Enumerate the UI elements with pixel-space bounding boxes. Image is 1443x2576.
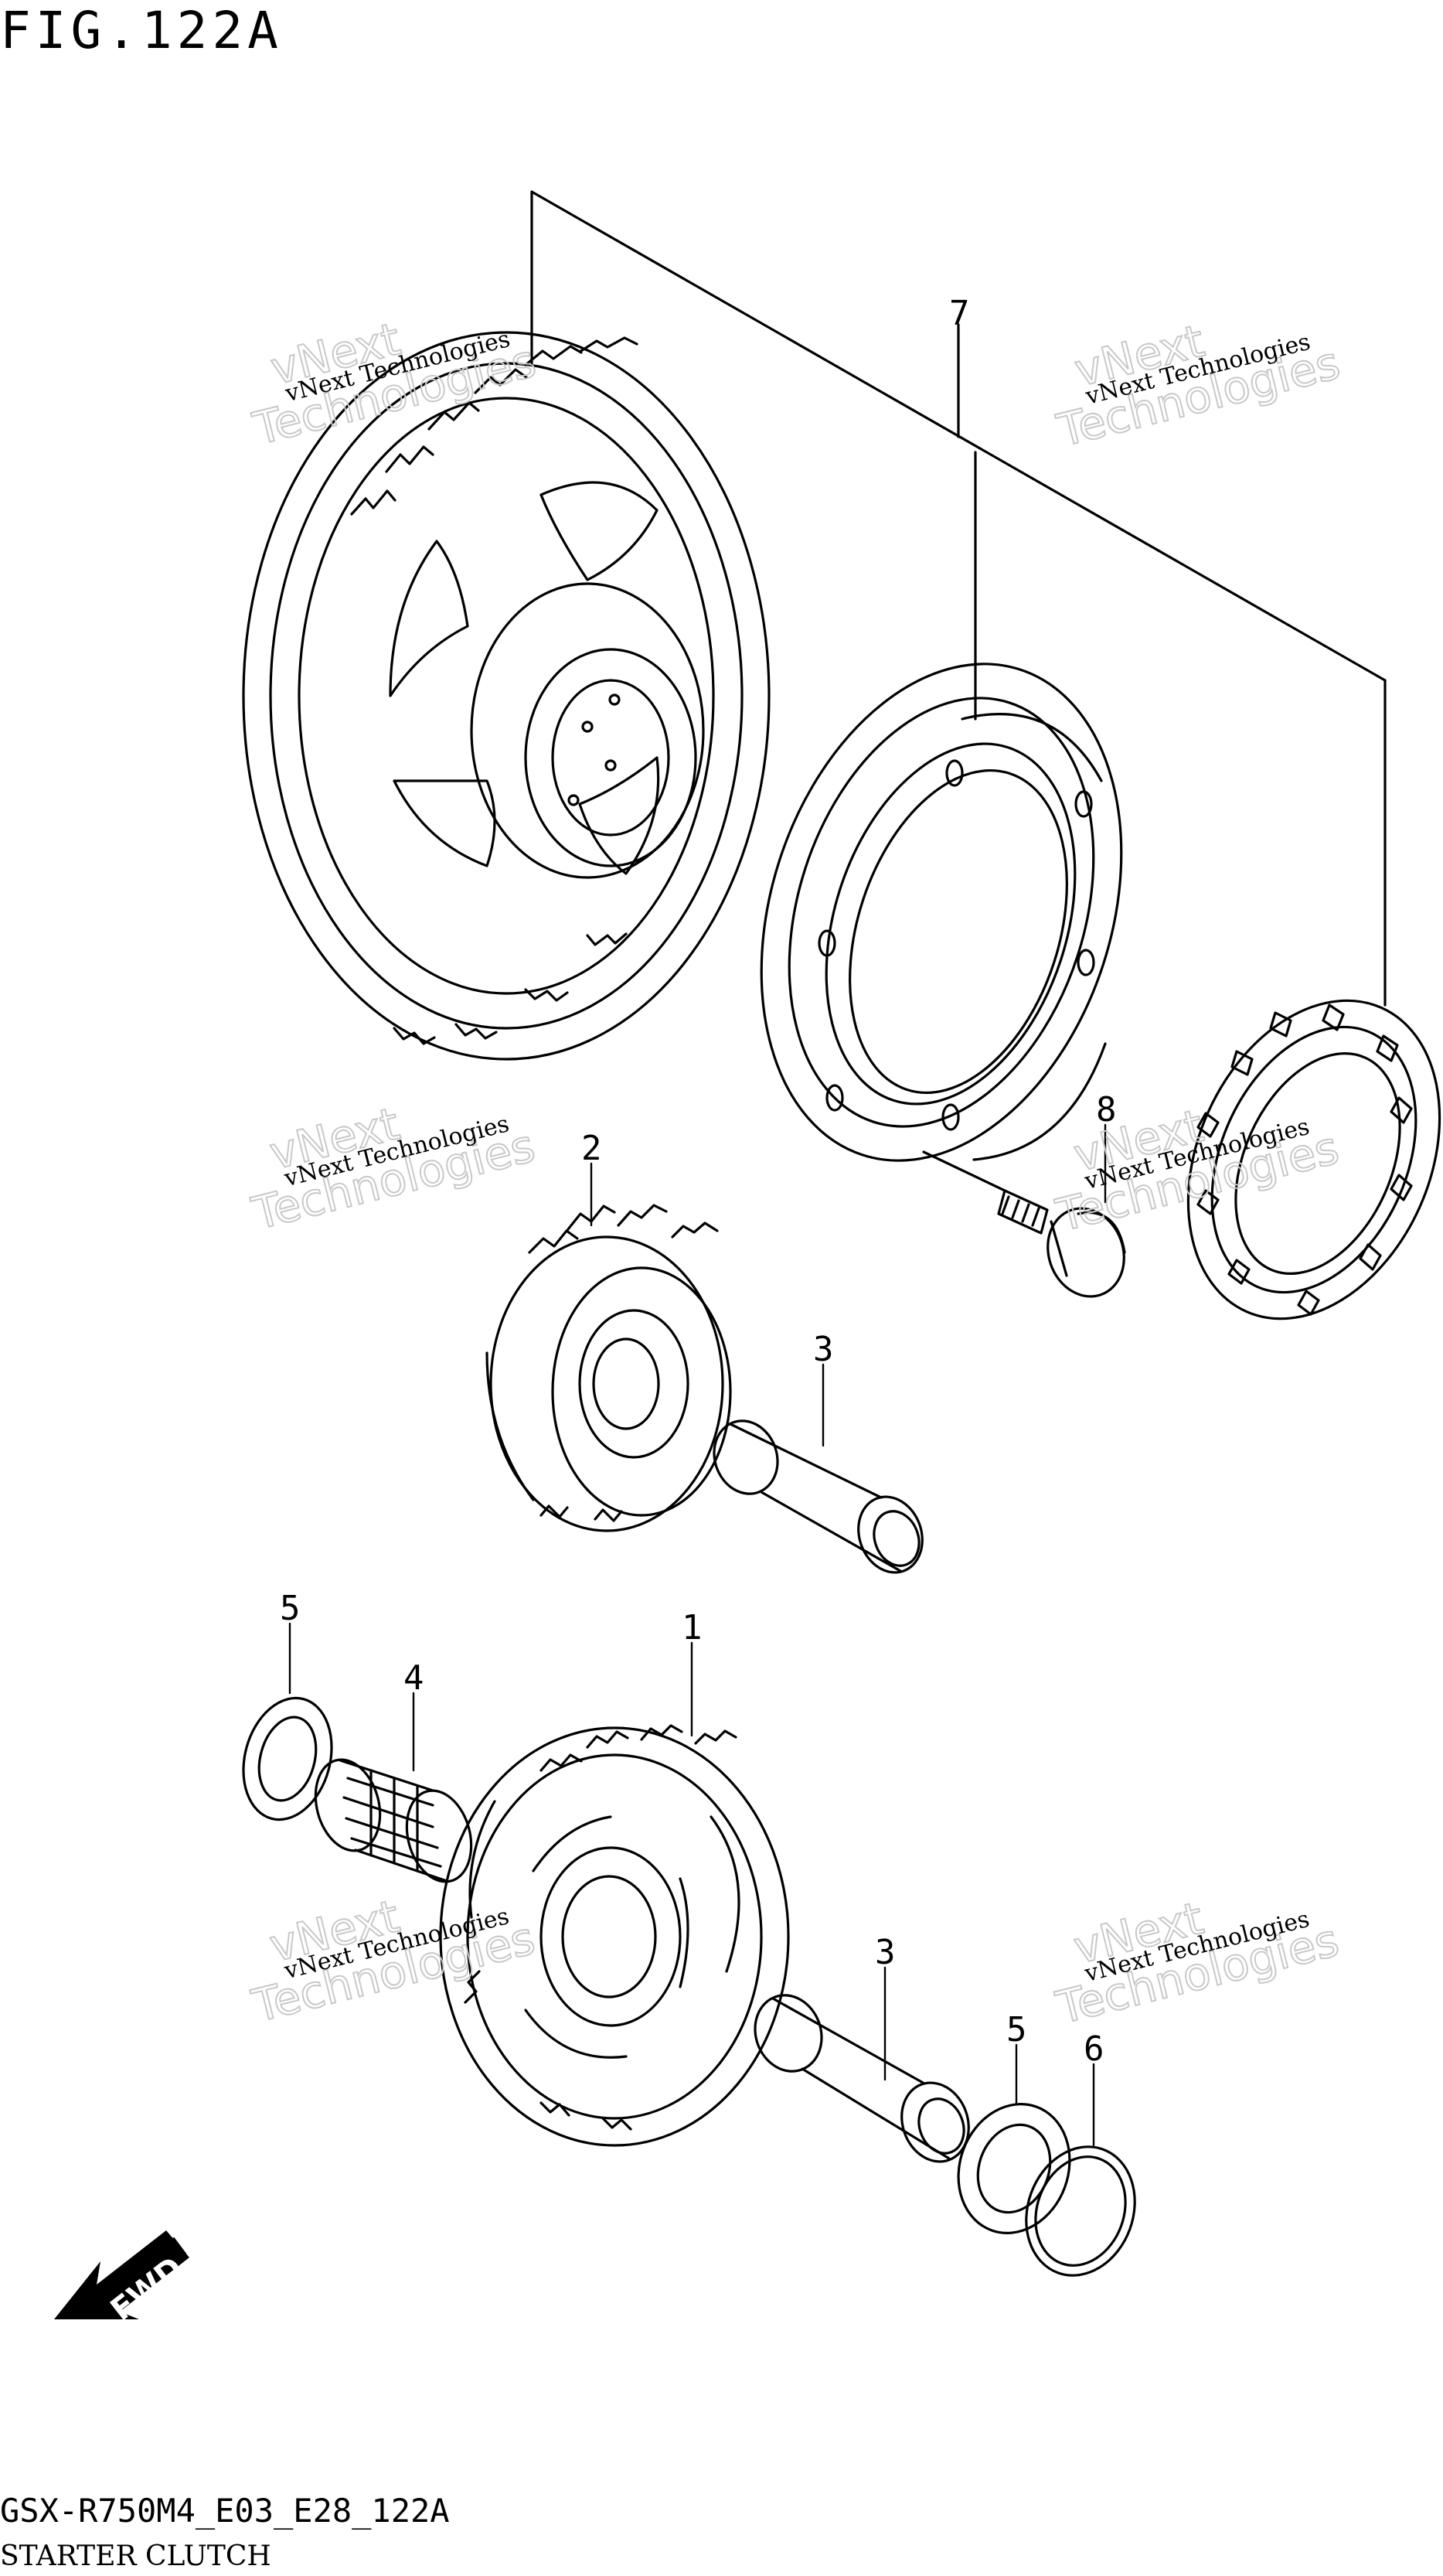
watermark-bottom-right: vNext Technologies vNext Technologies — [1050, 1891, 1345, 2036]
callout-6: 6 — [1084, 2029, 1104, 2069]
figure-name: STARTER CLUTCH — [0, 2540, 271, 2572]
starter-idle-gear — [485, 1204, 732, 1532]
callout-2: 2 — [581, 1129, 602, 1168]
bolt — [997, 1189, 1126, 1298]
shim — [1025, 2145, 1136, 2277]
callout-5-left: 5 — [280, 1589, 301, 1628]
callout-3-upper: 3 — [813, 1330, 834, 1369]
starter-idle-gear-no1 — [439, 1724, 790, 2147]
callout-5-right: 5 — [1006, 2010, 1027, 2050]
watermark-mid-left: vNext Technologies vNext Technologies — [247, 1096, 541, 1241]
needle-bearing — [314, 1758, 473, 1883]
callout-1: 1 — [682, 1608, 703, 1647]
washer-right — [957, 2103, 1071, 2234]
washer-left — [242, 1696, 333, 1821]
idle-gear-shaft-upper — [713, 1419, 924, 1574]
callout-3-lower: 3 — [875, 1933, 896, 1972]
idle-gear-shaft-lower — [754, 1994, 970, 2163]
callout-4: 4 — [403, 1658, 424, 1698]
starter-driven-gear — [242, 331, 771, 1061]
watermark-top-right: vNext Technologies vNext Technologies — [1051, 314, 1346, 458]
callout-8: 8 — [1096, 1090, 1117, 1130]
starter-clutch-housing — [760, 663, 1123, 1162]
callout-7: 7 — [949, 294, 970, 333]
watermark-mid-right: vNext Technologies vNext Technologies — [1050, 1099, 1345, 1243]
figure-title: FIG.122A — [0, 1, 283, 60]
fwd-arrow: FWD — [54, 2230, 190, 2328]
one-way-clutch — [1186, 999, 1441, 1320]
callout-leaders — [288, 1123, 1107, 2147]
leader-bracket-7 — [530, 190, 1387, 1192]
watermark-top-left: vNext Technologies vNext Technologies — [247, 312, 542, 456]
watermark-bottom-left: vNext Technologies vNext Technologies — [247, 1889, 541, 2033]
model-code: GSX-R750M4_E03_E28_122A — [0, 2492, 450, 2530]
